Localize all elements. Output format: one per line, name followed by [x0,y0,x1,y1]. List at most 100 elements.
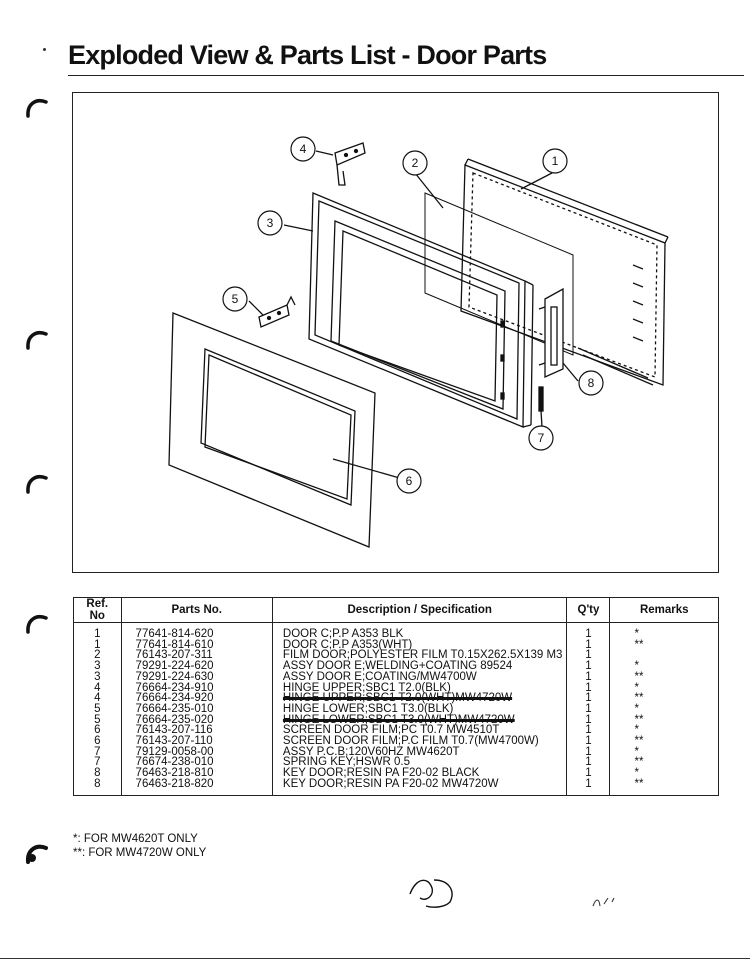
part-no-cell: 76664-234-910 [120,682,273,694]
callout-6: 6 [396,468,422,494]
description-cell: DOOR C;P.P A353 BLK [271,622,568,640]
col-header-description: Description / Specification [271,597,568,623]
description-cell: ASSY DOOR E;COATING/MW4700W [271,671,568,683]
remarks-cell: ** [609,757,719,769]
parts-list-table: Ref. No Parts No. Description / Specific… [73,597,719,796]
remarks-cell: * [609,725,719,737]
footnote-double-star: **: FOR MW4720W ONLY [73,847,207,859]
qty-cell: 1 [566,650,611,662]
callout-3: 3 [257,210,283,236]
qty-cell: 1 [566,661,611,672]
qty-cell: 1 [566,693,611,704]
col-header-qty: Q'ty [566,597,611,623]
part-1-door-frame [460,158,669,386]
qty-cell: 1 [566,746,611,758]
remarks-cell [609,650,719,662]
col-header-ref: Ref. No [73,597,122,623]
remarks-cell: ** [609,671,719,683]
part-no-cell: 77641-814-610 [120,639,273,651]
qty-cell: 1 [566,757,611,769]
footnote-single-star: *: FOR MW4620T ONLY [73,833,198,845]
callout-5: 5 [222,286,248,312]
part-5-lower-hinge [258,295,296,328]
callout-8: 8 [578,370,604,396]
callout-7: 7 [528,425,554,451]
table-header-row: Ref. No Parts No. Description / Specific… [73,597,719,623]
remarks-cell: * [609,661,719,672]
callout-2: 2 [402,150,428,176]
callout-4: 4 [290,136,316,162]
qty-cell: 1 [566,622,611,640]
page-title: Exploded View & Parts List - Door Parts [68,40,547,70]
svg-text:2: 2 [412,156,419,170]
punch-hole-mark-3 [26,475,48,494]
col-header-remarks: Remarks [609,597,719,623]
svg-text:3: 3 [267,216,274,230]
remarks-cell: ** [609,693,719,704]
part-no-cell: 76664-234-920 [120,693,273,704]
part-no-cell: 76664-235-020 [120,714,273,726]
part-no-cell: 76143-207-110 [120,735,273,747]
punch-hole-mark-2 [26,331,48,350]
callout-1: 1 [542,148,568,174]
ref-cell: 8 [73,778,122,796]
col-header-part-no: Parts No. [120,597,273,623]
svg-text:6: 6 [406,474,413,488]
qty-cell: 1 [566,768,611,779]
remarks-cell: * [609,682,719,694]
svg-text:7: 7 [538,431,545,445]
svg-text:4: 4 [300,142,307,156]
remarks-cell: * [609,746,719,758]
remarks-cell: * [609,768,719,779]
part-no-cell: 76463-218-810 [120,768,273,779]
punch-hole-mark-5 [25,844,48,864]
ref-cell: 3 [73,671,122,683]
part-8-key-door [538,287,564,379]
punch-hole-mark-4 [26,615,48,634]
remarks-cell: * [609,622,719,640]
part-6-screen-door-film [168,312,376,548]
qty-cell: 1 [566,714,611,726]
stray-mark [43,48,46,51]
title-underline [68,75,744,76]
qty-cell: 1 [566,671,611,683]
qty-cell: 1 [566,778,611,796]
qty-cell: 1 [566,639,611,651]
description-cell: KEY DOOR;RESIN PA F20-02 MW4720W [271,778,568,796]
part-2-door-film [424,192,574,356]
part-no-cell: 79129-0058-00 [120,746,273,758]
part-no-cell: 76664-235-010 [120,703,273,715]
part-4-upper-hinge [334,142,366,186]
svg-text:8: 8 [588,376,595,390]
part-no-cell: 79291-224-630 [120,671,273,683]
remarks-cell: * [609,703,719,715]
qty-cell: 1 [566,725,611,737]
part-no-cell: 76143-207-311 [120,650,273,662]
exploded-view-drawing: 4 2 1 3 5 8 7 6 [168,136,669,548]
remarks-cell: ** [609,714,719,726]
remarks-cell: ** [609,735,719,747]
part-no-cell: 79291-224-620 [120,661,273,672]
part-no-cell: 76674-238-010 [120,757,273,769]
remarks-cell: ** [609,639,719,651]
svg-text:1: 1 [552,154,559,168]
footnotes: *: FOR MW4620T ONLY **: FOR MW4720W ONLY [73,832,206,860]
handwritten-scribble [592,897,615,907]
handwritten-mark [409,879,453,908]
bottom-edge-line [0,958,750,959]
qty-cell: 1 [566,735,611,747]
